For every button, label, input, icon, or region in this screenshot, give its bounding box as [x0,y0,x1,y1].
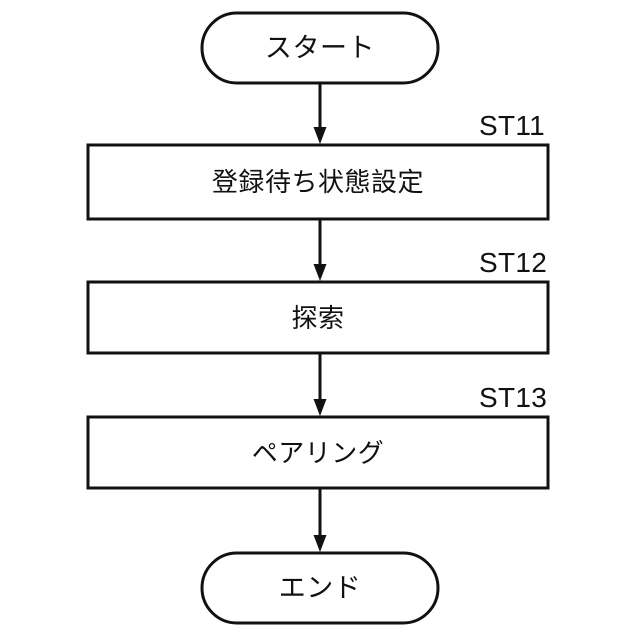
connector-st11-to-st12 [313,219,327,281]
connector-st12-to-st13 [313,353,327,416]
connector-st13-to-end [313,488,327,552]
process-1-shape[interactable] [86,143,550,221]
connector-start-to-st11 [313,83,327,144]
start-terminator-shape[interactable] [200,11,440,85]
end-terminator-shape[interactable] [200,551,440,625]
process-2-shape[interactable] [86,280,550,355]
process-3-shape[interactable] [86,415,550,490]
step-tag-st12: ST12 [479,247,548,278]
step-tag-st11: ST11 [479,110,545,141]
step-tag-st13: ST13 [479,382,548,413]
